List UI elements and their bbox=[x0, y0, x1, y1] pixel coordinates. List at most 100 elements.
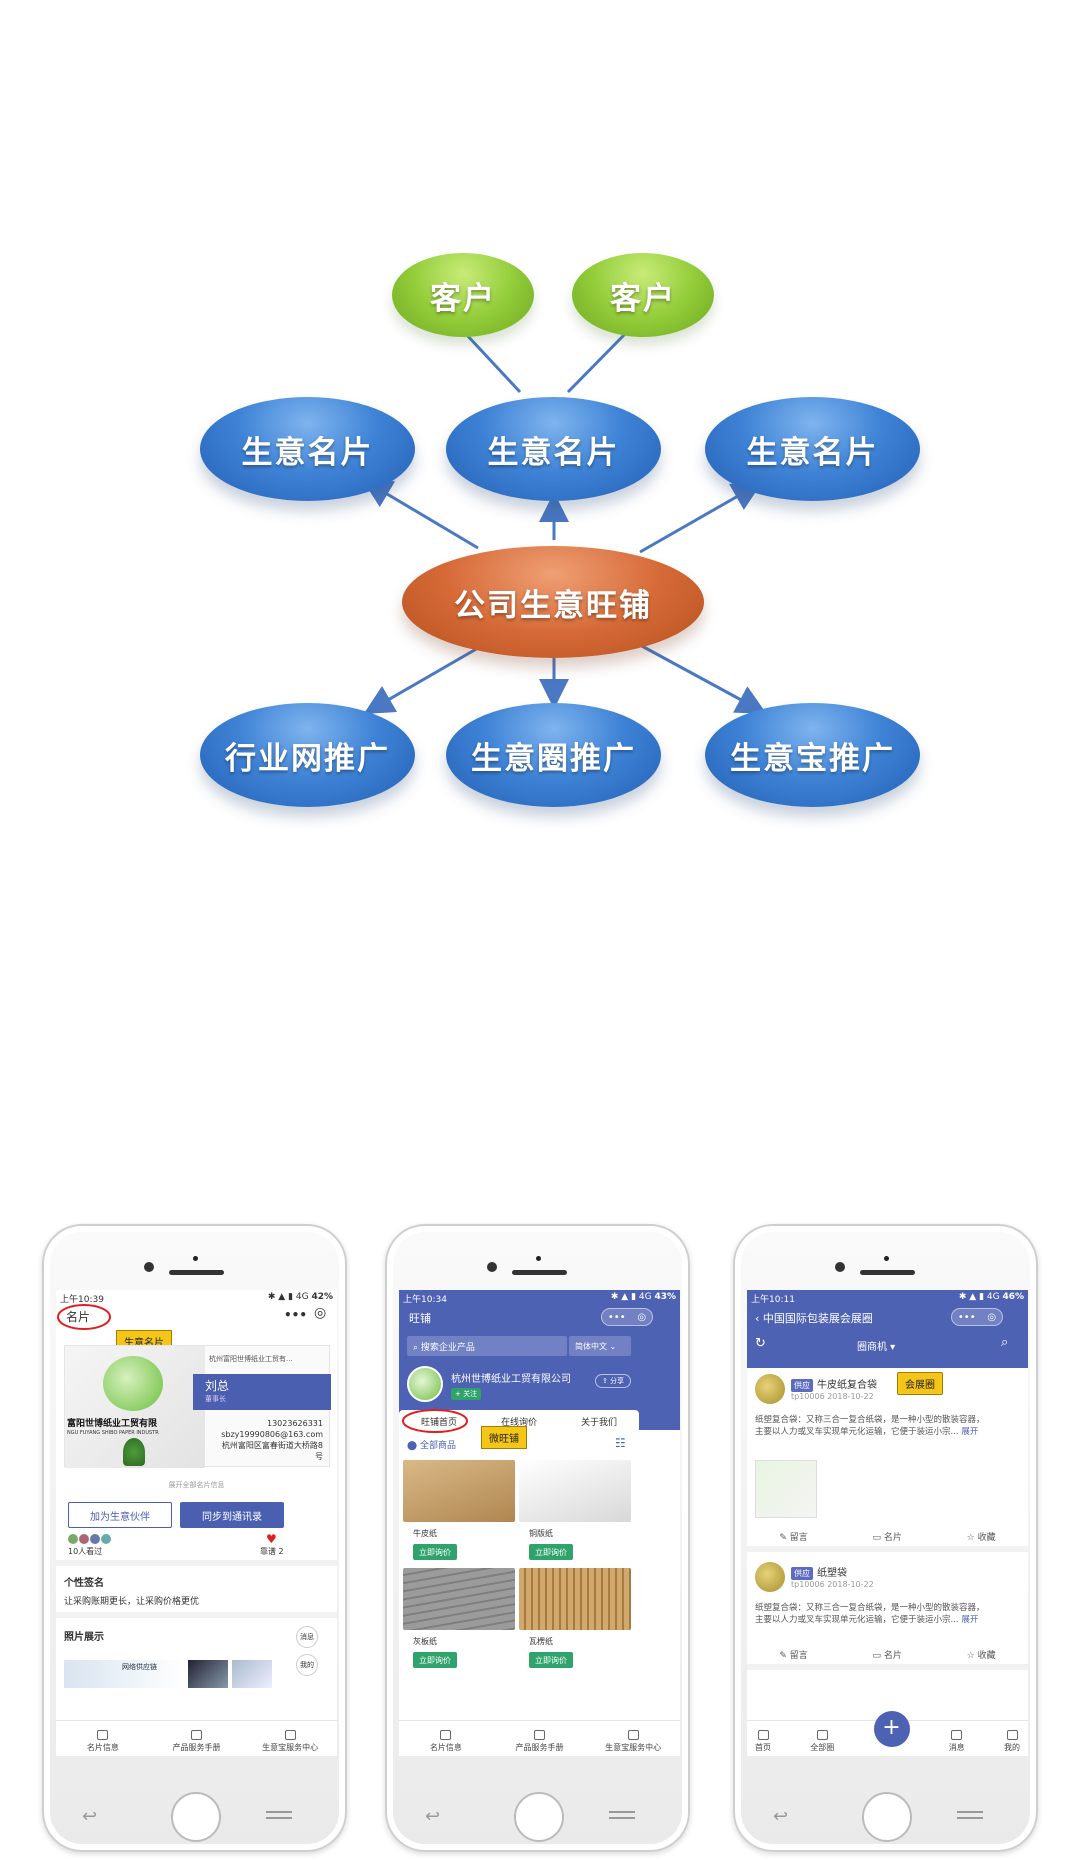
follow-button[interactable]: + 关注 bbox=[451, 1388, 482, 1400]
product-image[interactable] bbox=[519, 1460, 631, 1522]
tab-service-center[interactable]: 生意宝服务中心 bbox=[587, 1730, 680, 1753]
comment-button[interactable]: ✎ 留言 bbox=[779, 1651, 808, 1661]
search-icon[interactable]: ⌕ bbox=[1001, 1335, 1009, 1350]
more-icon[interactable]: ••• bbox=[607, 1311, 626, 1323]
card-role: 董事长 bbox=[205, 1395, 226, 1403]
close-target-icon[interactable]: ◎ bbox=[637, 1311, 647, 1323]
back-title[interactable]: ‹ 中国国际包装展会展圈 bbox=[755, 1310, 873, 1326]
back-arrow-icon[interactable]: ‹ bbox=[755, 1312, 763, 1325]
tab-messages[interactable]: 消息 bbox=[949, 1730, 965, 1753]
grid-view-icon[interactable]: ☷ bbox=[615, 1436, 626, 1450]
tab-all-circles[interactable]: 全部圈 bbox=[810, 1730, 834, 1753]
menu-key-icon[interactable] bbox=[957, 1811, 983, 1813]
more-icon[interactable]: ••• bbox=[284, 1308, 308, 1322]
more-icon[interactable]: ••• bbox=[957, 1311, 976, 1323]
title-circle-mark bbox=[57, 1304, 111, 1330]
callout-shop: 微旺铺 bbox=[481, 1426, 527, 1449]
inquiry-button[interactable]: 立即询价 bbox=[529, 1544, 573, 1560]
tab-shop-home[interactable]: 旺铺首页 bbox=[420, 1417, 457, 1428]
divider bbox=[56, 1560, 337, 1566]
expand-link[interactable]: 展开 bbox=[961, 1427, 979, 1437]
tab-online-inquiry[interactable]: 在线询价 bbox=[500, 1417, 537, 1428]
post-image[interactable] bbox=[755, 1460, 817, 1518]
inquiry-button[interactable]: 立即询价 bbox=[413, 1544, 457, 1560]
supply-badge: 供应 bbox=[791, 1379, 813, 1392]
status-time: 上午10:11 bbox=[751, 1295, 795, 1305]
page-title: 旺铺 bbox=[409, 1312, 431, 1325]
product-image[interactable] bbox=[519, 1568, 631, 1630]
tab-product-manual[interactable]: 产品服务手册 bbox=[150, 1730, 243, 1753]
favorite-button[interactable]: ☆ 收藏 bbox=[966, 1651, 996, 1661]
tab-about-us[interactable]: 关于我们 bbox=[580, 1417, 617, 1428]
side-mine-button[interactable]: 我的 bbox=[296, 1654, 318, 1676]
home-button[interactable] bbox=[514, 1792, 564, 1842]
business-card[interactable]: 富阳世博纸业工贸有限 NGU FUYANG SHIBO PAPER INDUST… bbox=[64, 1345, 331, 1468]
status-time: 上午10:34 bbox=[403, 1295, 447, 1305]
post-actions: ✎ 留言 ▭ 名片 ☆ 收藏 bbox=[747, 1530, 1028, 1543]
language-select[interactable]: 简体中文 ⌄ bbox=[569, 1336, 631, 1356]
photo-thumbnail-3[interactable] bbox=[232, 1660, 272, 1688]
bottom-tab-bar: 名片信息 产品服务手册 生意宝服务中心 bbox=[56, 1720, 337, 1756]
card-phone[interactable]: 13023626331 bbox=[267, 1419, 323, 1428]
card-email[interactable]: sbzy19990806@163.com bbox=[221, 1430, 323, 1439]
photo-thumbnail[interactable]: 网络供应链 bbox=[64, 1660, 184, 1688]
side-message-button[interactable]: 消息 bbox=[296, 1626, 318, 1648]
product-image[interactable] bbox=[403, 1460, 515, 1522]
filter-dropdown[interactable]: 圈商机 ▾ bbox=[857, 1342, 896, 1353]
heart-icon[interactable]: ♥ bbox=[266, 1532, 277, 1546]
bottom-tab-bar: 首页 全部圈 + 消息 我的 bbox=[747, 1711, 1028, 1756]
expand-link[interactable]: 展开 bbox=[961, 1615, 979, 1625]
photo-thumbnail-2[interactable] bbox=[188, 1660, 228, 1688]
card-node-left: 生意名片 bbox=[200, 397, 415, 501]
expand-card-info[interactable]: 展开全部名片信息 bbox=[168, 1481, 225, 1489]
share-button[interactable]: ⇪ 分享 bbox=[595, 1374, 631, 1388]
home-button[interactable] bbox=[862, 1792, 912, 1842]
mini-program-capsule[interactable]: ••• ◎ bbox=[601, 1308, 653, 1326]
favorite-button[interactable]: ☆ 收藏 bbox=[966, 1533, 996, 1543]
post-meta: tp10006 2018-10-22 bbox=[791, 1392, 874, 1401]
screen-card: 上午10:39 ✱ ▲ ▮ 4G 42% 名片 ••• ◎ 生意名片 富阳世博纸… bbox=[56, 1290, 337, 1756]
search-icon: ⌕ bbox=[413, 1343, 421, 1353]
product-image[interactable] bbox=[403, 1568, 515, 1630]
refresh-icon[interactable]: ↻ bbox=[755, 1336, 766, 1351]
arrow-to-treasure bbox=[639, 643, 767, 714]
back-key-icon[interactable]: ↩ bbox=[773, 1806, 789, 1827]
card-address-2: 号 bbox=[315, 1452, 323, 1461]
avatar[interactable] bbox=[755, 1562, 785, 1592]
all-products-link[interactable]: ⬤ 全部商品 bbox=[407, 1441, 456, 1451]
publish-plus-button[interactable]: + bbox=[873, 1711, 910, 1747]
back-key-icon[interactable]: ↩ bbox=[82, 1806, 98, 1827]
close-target-icon[interactable]: ◎ bbox=[987, 1311, 997, 1323]
menu-key-icon[interactable] bbox=[266, 1811, 292, 1813]
tab-mine[interactable]: 我的 bbox=[1004, 1730, 1020, 1753]
card-button[interactable]: ▭ 名片 bbox=[872, 1651, 902, 1661]
card-address-1: 杭州富阳区富春街道大桥路8 bbox=[221, 1441, 323, 1450]
tab-card-info[interactable]: 名片信息 bbox=[399, 1730, 492, 1753]
tab-product-manual[interactable]: 产品服务手册 bbox=[493, 1730, 586, 1753]
inquiry-button[interactable]: 立即询价 bbox=[413, 1652, 457, 1668]
mini-program-capsule[interactable]: ••• ◎ bbox=[951, 1308, 1003, 1326]
close-target-icon[interactable]: ◎ bbox=[314, 1305, 327, 1321]
sensor-icon bbox=[536, 1256, 541, 1261]
back-key-icon[interactable]: ↩ bbox=[425, 1806, 441, 1827]
card-button[interactable]: ▭ 名片 bbox=[872, 1533, 902, 1543]
location-icon: ⬤ bbox=[407, 1441, 420, 1451]
avatar[interactable] bbox=[755, 1374, 785, 1404]
menu-key-icon[interactable] bbox=[609, 1811, 635, 1813]
card-company: 杭州富阳世博纸业工贸有... bbox=[209, 1355, 293, 1363]
shop-tabs: 旺铺首页 在线询价 关于我们 bbox=[399, 1410, 639, 1432]
add-partner-button[interactable]: 加为生意伙伴 bbox=[68, 1502, 172, 1528]
photos-title: 照片展示 bbox=[64, 1632, 104, 1643]
tab-service-center[interactable]: 生意宝服务中心 bbox=[244, 1730, 337, 1753]
tab-card-info[interactable]: 名片信息 bbox=[56, 1730, 149, 1753]
comment-button[interactable]: ✎ 留言 bbox=[779, 1533, 808, 1543]
product-name: 铜版纸 bbox=[529, 1529, 553, 1538]
photo-caption: 网络供应链 bbox=[122, 1663, 157, 1671]
home-button[interactable] bbox=[171, 1792, 221, 1842]
search-input[interactable]: ⌕ 搜索企业产品 bbox=[407, 1336, 567, 1356]
tab-home[interactable]: 首页 bbox=[755, 1730, 771, 1753]
signature-title: 个性签名 bbox=[64, 1578, 104, 1589]
inquiry-button[interactable]: 立即询价 bbox=[529, 1652, 573, 1668]
sync-contacts-button[interactable]: 同步到通讯录 bbox=[180, 1502, 284, 1528]
